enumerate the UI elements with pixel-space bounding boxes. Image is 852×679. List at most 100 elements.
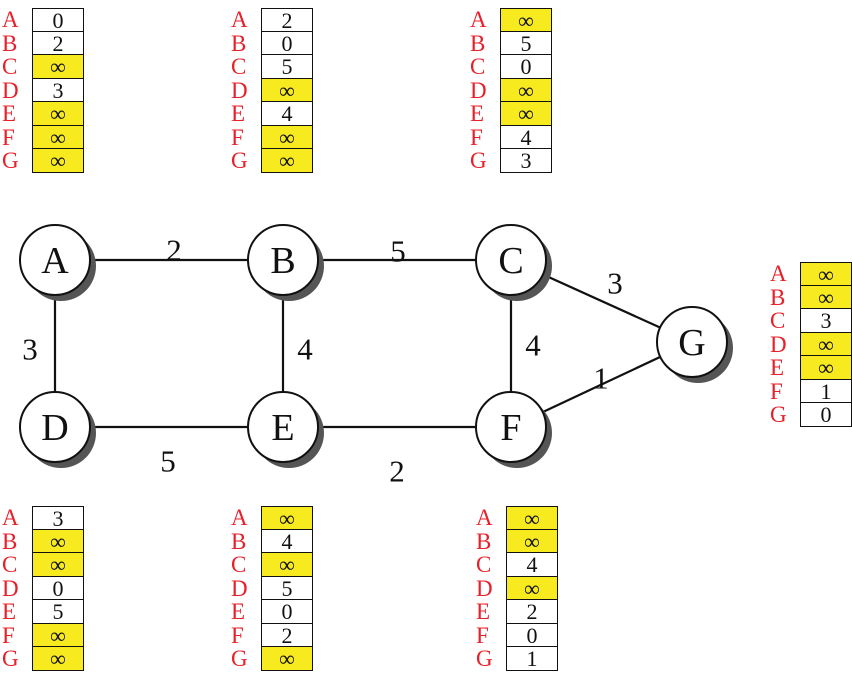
distance-cell-infinity: ∞ <box>261 553 313 577</box>
edge-weight-b-e: 4 <box>297 332 313 367</box>
row-label: F <box>231 124 244 150</box>
distance-cell: 0 <box>506 623 558 647</box>
row-label: B <box>2 528 18 554</box>
row-label: G <box>476 646 493 671</box>
row-label: A <box>231 505 248 530</box>
distance-cell-infinity: ∞ <box>32 529 84 553</box>
row-label: F <box>770 378 783 404</box>
distance-cell: 3 <box>32 506 84 530</box>
edge-weight-c-f: 4 <box>525 328 541 363</box>
row-label: D <box>2 575 19 601</box>
row-label: C <box>231 552 247 577</box>
node-a: A <box>19 224 96 301</box>
distance-cell-infinity: ∞ <box>261 647 313 671</box>
distance-cell-infinity: ∞ <box>32 102 84 126</box>
row-label: G <box>2 148 19 173</box>
distance-cell: 0 <box>800 403 852 427</box>
distance-cell-infinity: ∞ <box>261 78 313 102</box>
distance-cell: 5 <box>261 576 313 600</box>
row-label: A <box>770 261 787 286</box>
node-circle <box>19 391 91 463</box>
node-circle <box>247 224 319 296</box>
distance-cell-infinity: ∞ <box>32 553 84 577</box>
row-label: G <box>770 402 787 427</box>
distance-cell: 0 <box>32 8 84 32</box>
row-label: G <box>231 646 248 671</box>
distance-cell: 0 <box>32 576 84 600</box>
distance-cell-infinity: ∞ <box>800 356 852 380</box>
distance-cell-infinity: ∞ <box>32 55 84 79</box>
edge-weight-c-g: 3 <box>607 266 623 301</box>
distance-cell: 3 <box>800 309 852 333</box>
node-label: A <box>41 240 69 282</box>
distance-cell-infinity: ∞ <box>506 529 558 553</box>
row-label: B <box>470 30 486 56</box>
node-g: G <box>656 306 733 383</box>
row-label: F <box>470 124 483 150</box>
row-label: F <box>231 622 244 648</box>
row-label: C <box>2 54 18 79</box>
distance-cell: 2 <box>261 623 313 647</box>
distance-cell-infinity: ∞ <box>261 149 313 173</box>
row-label: B <box>231 528 247 554</box>
row-label: E <box>476 599 491 624</box>
row-label: E <box>470 101 485 126</box>
distance-cell: 5 <box>500 31 552 55</box>
row-label: D <box>2 77 19 103</box>
distance-cell-infinity: ∞ <box>800 262 852 286</box>
row-label: G <box>231 148 248 173</box>
distance-cell: 3 <box>500 149 552 173</box>
distance-cell-infinity: ∞ <box>32 647 84 671</box>
distance-cell: 5 <box>32 600 84 624</box>
edge-weight-a-d: 3 <box>22 332 38 367</box>
row-label: E <box>2 101 17 126</box>
node-circle <box>247 391 319 463</box>
distance-cell-infinity: ∞ <box>261 506 313 530</box>
distance-cell: 0 <box>500 55 552 79</box>
distance-cell: 4 <box>261 102 313 126</box>
row-label: A <box>231 7 248 32</box>
distance-cell: 5 <box>261 55 313 79</box>
distance-cell-infinity: ∞ <box>261 125 313 149</box>
row-label: E <box>231 599 246 624</box>
edge-weight-d-e: 5 <box>160 444 176 479</box>
row-label: E <box>2 599 17 624</box>
row-label: C <box>770 308 786 333</box>
row-label: A <box>2 7 19 32</box>
node-circle <box>656 306 728 378</box>
row-label: F <box>2 622 15 648</box>
row-label: D <box>470 77 487 103</box>
node-circle <box>19 224 91 296</box>
row-label: A <box>470 7 487 32</box>
distance-cell: 3 <box>32 78 84 102</box>
row-label: C <box>231 54 247 79</box>
row-label: A <box>2 505 19 530</box>
distance-cell: 2 <box>506 600 558 624</box>
distance-cell-infinity: ∞ <box>800 332 852 356</box>
edge-weight-a-b: 2 <box>166 233 182 268</box>
node-d: D <box>19 391 96 468</box>
distance-cell: 4 <box>261 529 313 553</box>
row-label: D <box>476 575 493 601</box>
distance-cell: 2 <box>32 31 84 55</box>
node-label: D <box>41 407 68 449</box>
row-label: E <box>231 101 246 126</box>
row-label: G <box>2 646 19 671</box>
distance-cell-infinity: ∞ <box>32 125 84 149</box>
row-label: F <box>2 124 15 150</box>
row-label: C <box>470 54 486 79</box>
distance-cell: 4 <box>500 125 552 149</box>
distance-cell: 0 <box>261 31 313 55</box>
distance-cell: 0 <box>261 600 313 624</box>
distance-cell-infinity: ∞ <box>506 506 558 530</box>
node-circle <box>475 224 547 296</box>
node-b: B <box>247 224 324 301</box>
distance-cell-infinity: ∞ <box>800 285 852 309</box>
node-label: E <box>271 407 294 449</box>
row-label: A <box>476 505 493 530</box>
row-label: D <box>231 77 248 103</box>
row-label: E <box>770 355 785 380</box>
distance-cell-infinity: ∞ <box>500 102 552 126</box>
